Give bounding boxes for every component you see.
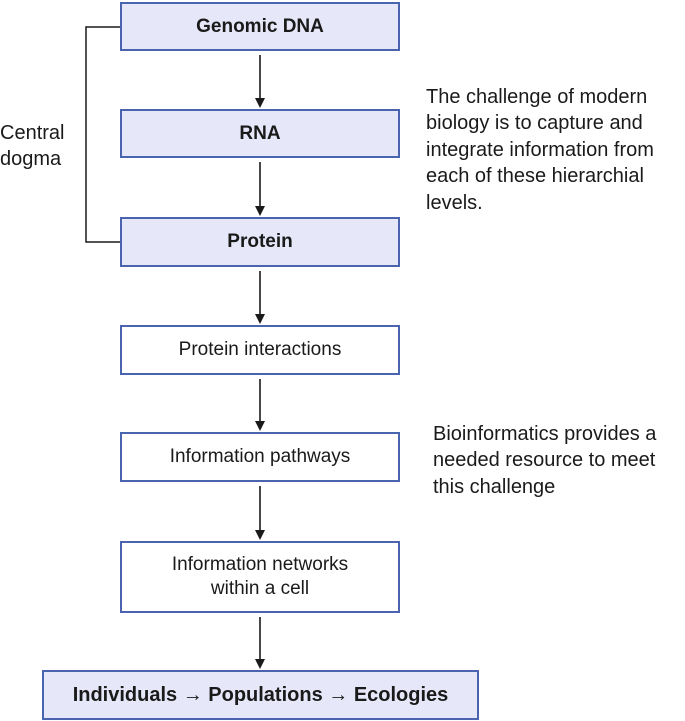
bioinformatics-note: Bioinformatics provides a needed resourc… <box>433 423 657 498</box>
information-networks-box: Information networks within a cell <box>120 541 400 613</box>
genomic-dna-label: Genomic DNA <box>196 15 324 37</box>
rna-label: RNA <box>239 122 281 144</box>
protein-interactions-box: Protein interactions <box>120 325 400 375</box>
information-pathways-label: Information pathways <box>169 446 351 468</box>
central-dogma-label: Central dogma <box>0 122 65 171</box>
information-networks-label: Information networks within a cell <box>171 554 349 599</box>
information-pathways-box: Information pathways <box>120 432 400 482</box>
protein-box: Protein <box>120 217 400 267</box>
individuals-populations-ecologies-label: Individuals → Populations → Ecologies <box>72 683 449 706</box>
central-dogma-bracket <box>85 26 120 243</box>
genomic-dna-box: Genomic DNA <box>120 2 400 51</box>
protein-interactions-label: Protein interactions <box>178 339 342 361</box>
challenge-note: The challenge of modern biology is to ca… <box>426 86 654 214</box>
protein-label: Protein <box>227 231 293 253</box>
rna-box: RNA <box>120 109 400 158</box>
individuals-populations-ecologies-box: Individuals → Populations → Ecologies <box>42 670 479 720</box>
